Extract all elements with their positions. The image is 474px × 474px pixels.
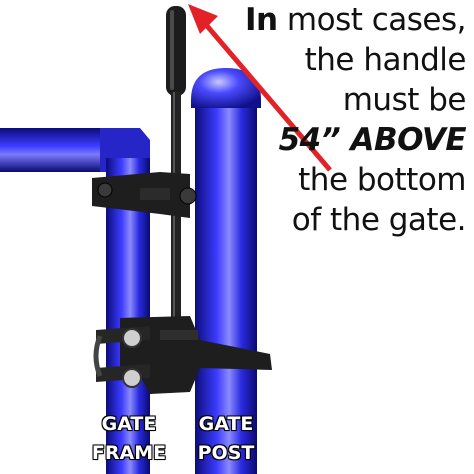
u-bolt [93,335,103,377]
caption-line-1: most cases, [277,2,467,38]
caption-text: In most cases, the handle must be 54” AB… [166,0,467,240]
caption-line-3: must be [342,82,467,118]
gate-post-label: GATE POST [197,413,255,464]
latch-handle [166,6,186,392]
latch-bolt-top [122,328,142,348]
caption-line-4: 54” ABOVE [278,122,467,158]
gate-frame-label: GATE FRAME [91,413,167,464]
gate-post [191,68,261,474]
caption-in: In [244,2,278,38]
gate-post-cap [191,68,261,108]
caption-line-6: of the gate. [291,202,467,238]
latch-bolt-bottom [122,368,142,388]
caption-line-2: the handle [304,42,467,78]
gate-post-pipe [195,95,257,474]
upper-clamp [92,172,197,218]
handle-rod [171,92,181,392]
clamp-bolt-right [179,187,197,205]
gate-frame [0,128,150,474]
clamp-bolt-left [97,182,113,198]
latch-body [93,316,272,394]
red-arrow-icon [188,4,332,172]
caption-line-5: the bottom [298,162,466,198]
